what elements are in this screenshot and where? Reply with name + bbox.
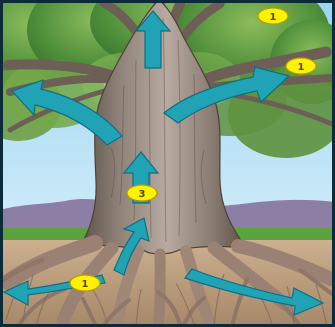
marker-trunk-label: 3 [139, 189, 146, 200]
marker-upper-right-label: 1 [298, 62, 305, 73]
marker-roots: 1 [70, 275, 100, 291]
marker-upper-right: 1 [286, 58, 316, 74]
marker-top: 1 [258, 8, 288, 24]
marker-trunk: 3 [127, 185, 157, 201]
marker-roots-label: 1 [82, 279, 89, 290]
marker-top-label: 1 [270, 12, 277, 23]
